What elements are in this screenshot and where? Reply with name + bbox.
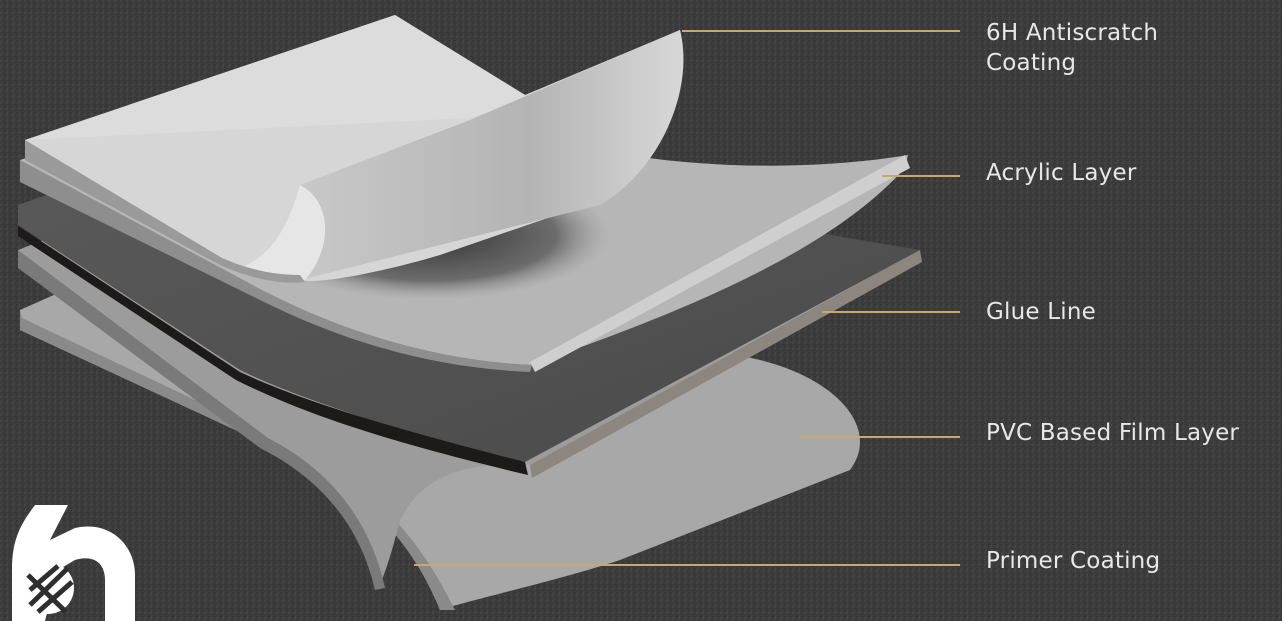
label-acrylic-layer: Acrylic Layer <box>986 158 1137 188</box>
label-glue-line: Glue Line <box>986 297 1096 327</box>
label-pvc-film-layer: PVC Based Film Layer <box>986 418 1239 448</box>
label-primer-coating: Primer Coating <box>986 546 1160 576</box>
label-antiscratch-coating: 6H Antiscratch Coating <box>986 18 1246 78</box>
label-antiscratch-line2: Coating <box>986 48 1246 78</box>
label-antiscratch-line1: 6H Antiscratch <box>986 18 1246 48</box>
